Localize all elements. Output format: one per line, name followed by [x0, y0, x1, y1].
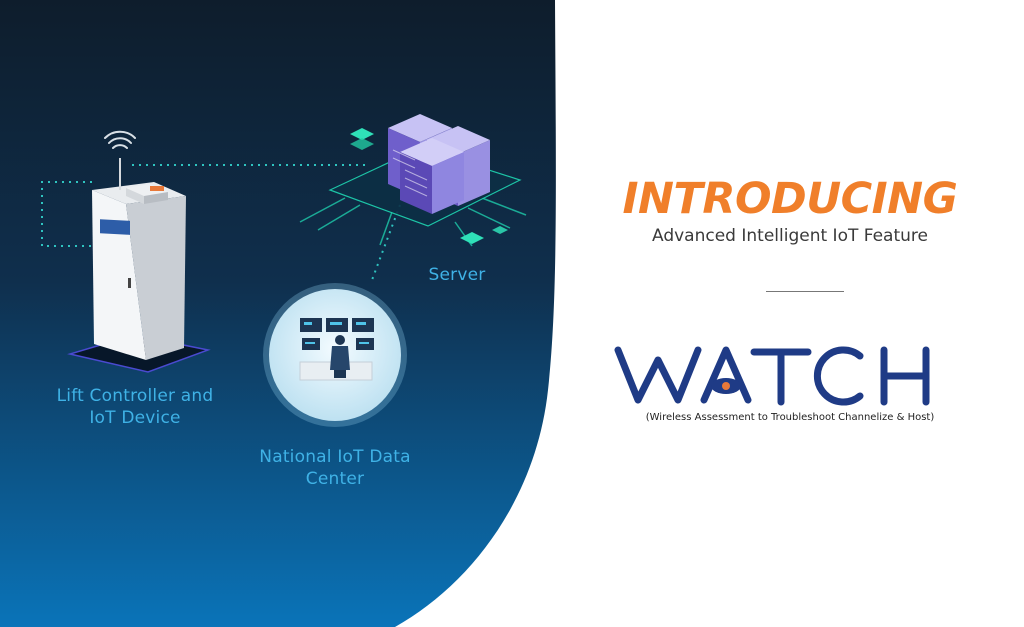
lift-controller-cabinet [92, 158, 186, 360]
watch-expansion: (Wireless Assessment to Troubleshoot Cha… [645, 412, 935, 423]
server-label: Server [428, 265, 486, 285]
datacenter-label-line2: Center [305, 469, 365, 489]
datacenter-label-line1: National IoT Data [259, 447, 411, 467]
divider-line [766, 291, 844, 292]
circuit-lines [299, 197, 527, 247]
watch-logo [614, 346, 930, 406]
data-center-circle [263, 283, 407, 427]
lift-controller-label: Lift Controller and IoT Device [40, 385, 230, 429]
introducing-heading: INTRODUCING [622, 174, 958, 224]
floating-tiles [350, 128, 508, 244]
server-racks [388, 114, 490, 214]
lift-label-line2: IoT Device [89, 408, 181, 428]
feature-subtitle: Advanced Intelligent IoT Feature [652, 226, 928, 246]
wifi-signal-icon [104, 130, 136, 149]
lift-label-line1: Lift Controller and [56, 386, 214, 406]
data-center-label: National IoT Data Center [250, 446, 420, 490]
